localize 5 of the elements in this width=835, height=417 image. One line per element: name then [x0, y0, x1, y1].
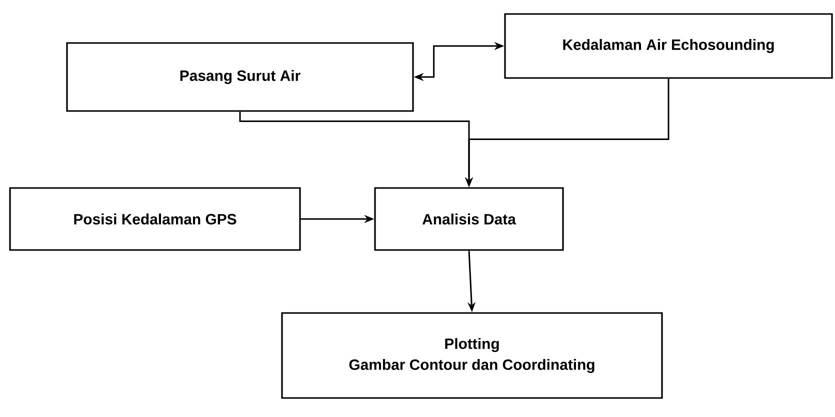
process-box: Pasang Surut Air [66, 42, 414, 112]
process-box: Analisis Data [374, 187, 564, 251]
process-box: Plotting Gambar Contour dan Coordinating [281, 312, 663, 399]
process-box: Posisi Kedalaman GPS [9, 187, 301, 251]
process-box: Kedalaman Air Echosounding [504, 13, 833, 79]
